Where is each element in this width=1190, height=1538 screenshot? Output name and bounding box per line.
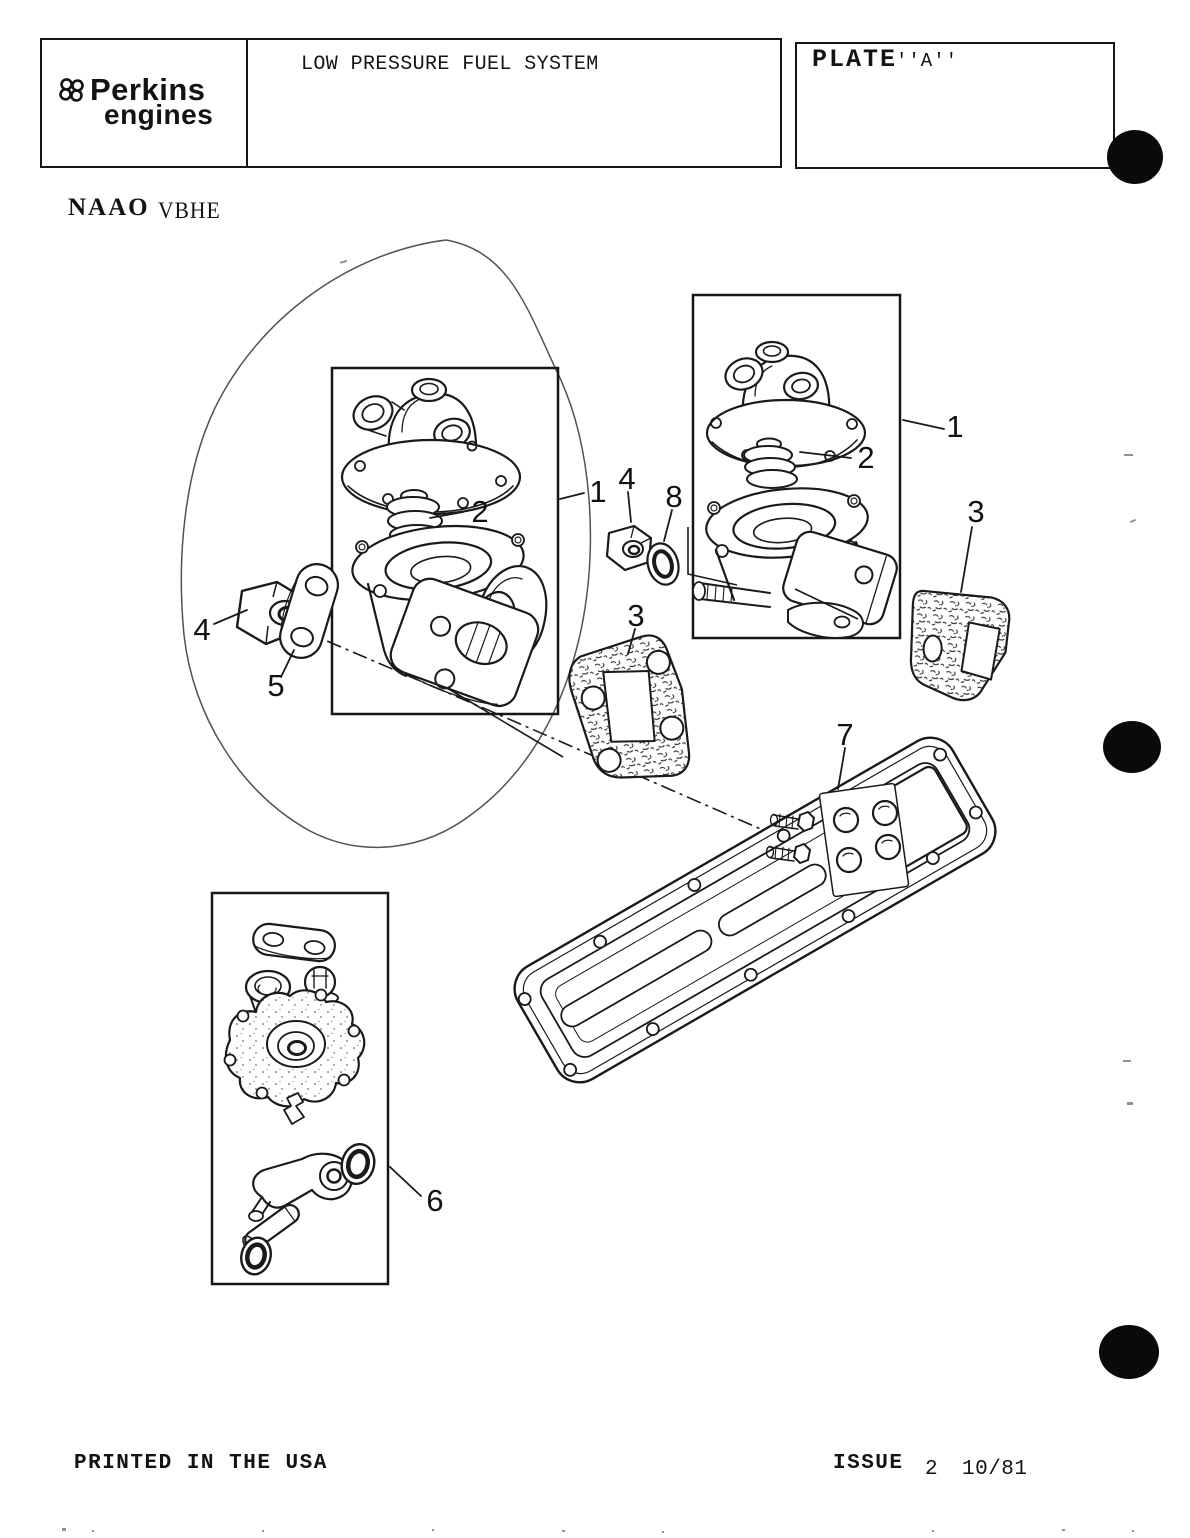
leader-line [663, 509, 673, 542]
punch-holes [1099, 130, 1163, 1379]
punch-hole [1103, 721, 1161, 773]
callout-label: 7 [836, 717, 853, 752]
kit-rocker-arm [248, 1152, 353, 1222]
dome-screw [832, 799, 902, 874]
alignment-line [446, 687, 564, 758]
gasket-right [909, 589, 1011, 702]
gasket-center [568, 634, 691, 779]
washer-leader-line [687, 527, 859, 620]
cover-plate-assembly [513, 736, 997, 1084]
model-code-secondary: VBHE [158, 198, 221, 223]
repair-kit-parts [223, 922, 376, 1276]
plate-value: ''A'' [896, 50, 959, 72]
issue-label: ISSUE [833, 1452, 904, 1475]
callout-label: 4 [193, 612, 210, 647]
leader-line [837, 747, 846, 790]
fuel-lift-pump-left [340, 377, 548, 708]
fuel-lift-pump-right [692, 340, 898, 639]
kit-link-plate [252, 922, 336, 963]
kit-diaphragm [223, 988, 366, 1108]
perkins-logo-icon [59, 78, 84, 102]
callout-label: 4 [618, 461, 635, 496]
kit-seal-washer-a [340, 1143, 376, 1185]
leader-line [799, 451, 852, 459]
leader-lines [213, 419, 973, 1197]
callout-label: 6 [426, 1183, 443, 1218]
leader-line [627, 491, 632, 523]
callout-label: 3 [967, 494, 984, 529]
link-plate [279, 563, 339, 659]
brand-name: Perkins [90, 72, 206, 107]
punch-hole [1099, 1325, 1159, 1379]
leader-line [213, 609, 248, 625]
brand-subname: engines [104, 99, 214, 130]
plate-box [795, 42, 1115, 169]
printed-note: PRINTED IN THE USA [74, 1452, 328, 1475]
hand-drawn-ellipse [180, 239, 592, 849]
issue-number: 2 [925, 1458, 939, 1481]
hex-nut-right [605, 524, 653, 572]
leader-line [960, 526, 973, 593]
kit-seal-washer-b [240, 1236, 272, 1276]
callout-labels: 1 2 4 5 1 2 4 8 3 3 7 6 [193, 409, 984, 1218]
header-divider [246, 38, 248, 166]
leader-line [429, 511, 464, 519]
callout-label: 1 [946, 409, 963, 444]
callout-label: 8 [665, 479, 682, 514]
callout-label: 5 [267, 668, 284, 703]
callout-label: 2 [471, 494, 488, 529]
header-box [40, 38, 782, 168]
model-code-primary: NAAO [68, 194, 150, 221]
leader-line [559, 492, 585, 500]
page-title: LOW PRESSURE FUEL SYSTEM [301, 53, 599, 76]
pump-box-left [330, 366, 560, 716]
leader-line [280, 649, 295, 678]
pump-box-right [691, 293, 902, 640]
callout-label: 2 [857, 440, 874, 475]
mounting-stud [692, 581, 771, 608]
assembly-axis-line [249, 607, 773, 835]
punch-hole [1107, 130, 1163, 184]
leader-line [627, 628, 636, 655]
callout-label: 1 [589, 474, 606, 509]
scan-specks [62, 259, 1137, 1533]
sealing-washer [646, 542, 680, 586]
leader-line [902, 419, 945, 430]
repair-kit-box [210, 891, 390, 1286]
leader-line [389, 1166, 422, 1197]
callout-label: 3 [627, 598, 644, 633]
kit-clip [283, 1092, 305, 1125]
plate-label: PLATE [812, 45, 898, 74]
cover-plate-screw-set [765, 782, 910, 898]
hex-stud [765, 810, 816, 865]
pump-spring-right [743, 437, 798, 489]
issue-date: 10/81 [962, 1458, 1028, 1481]
